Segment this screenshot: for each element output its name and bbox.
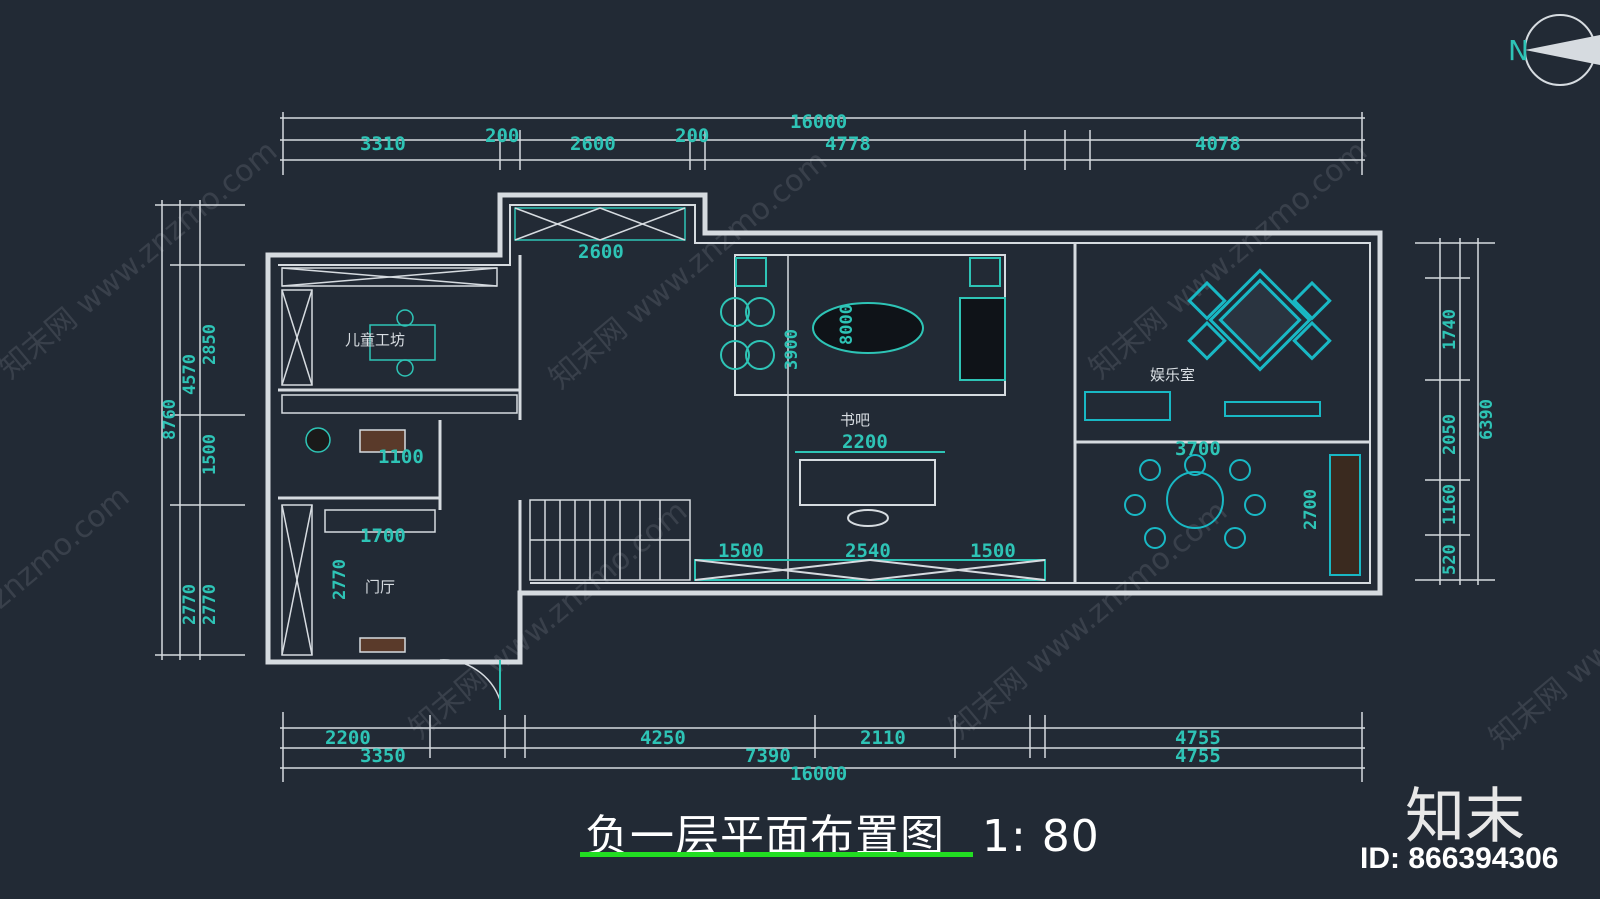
watermark-text: 知末网 www.znzmo.com	[1083, 134, 1374, 386]
dim-left-4: 2770	[180, 584, 200, 625]
watermark-text: znzmo.com	[0, 479, 136, 616]
entertainment-room-furniture	[1084, 268, 1361, 576]
door-swing	[439, 659, 501, 701]
left-dimensions	[155, 200, 245, 660]
dim-right-1: 1740	[1440, 309, 1460, 350]
watermark-text: 知末网 www.znzmo.com	[1483, 504, 1600, 756]
room-label-entertainment: 娱乐室	[1150, 366, 1195, 384]
dim-bottom-4: 4755	[1175, 727, 1221, 749]
north-label: N	[1508, 34, 1529, 67]
title-underline	[580, 852, 973, 857]
staircase	[529, 499, 691, 581]
dim-bottom-1: 2200	[325, 727, 371, 749]
dim-interior-ent-v: 2700	[1301, 489, 1321, 530]
dim-top-4: 4078	[1195, 133, 1241, 155]
watermark-text: 知末网 www.znzmo.com	[0, 134, 284, 386]
room-label-kids-workshop: 儿童工坊	[345, 331, 405, 349]
north-arrow: N	[1508, 14, 1600, 86]
dim-left-1: 4570	[180, 354, 200, 395]
dim-left-5: 2770	[200, 584, 220, 625]
dim-right-4: 520	[1440, 544, 1460, 575]
dim-interior-shelf-3: 1500	[970, 540, 1016, 562]
right-dimensions	[1415, 238, 1495, 585]
dim-bottom-5: 3350	[360, 745, 406, 767]
dim-interior-shelf-2: 2540	[845, 540, 891, 562]
dim-interior-cabinet: 2600	[578, 241, 624, 263]
top-dimensions	[280, 112, 1365, 175]
dim-interior-workshop: 1100	[378, 446, 424, 468]
dim-interior-table: 8000	[837, 304, 857, 345]
dim-right-2: 2050	[1440, 414, 1460, 455]
brand-logo: 知末	[1405, 782, 1525, 852]
dim-top-small-1: 200	[485, 125, 519, 147]
watermark-layer: 知末网 www.znzmo.com 知末网 www.znzmo.com 知末网 …	[0, 134, 1600, 756]
dim-right-3: 1160	[1440, 484, 1460, 525]
dim-interior-entrance-v: 2770	[330, 559, 350, 600]
dim-bottom-2: 4250	[640, 727, 686, 749]
dim-bottom-7: 4755	[1175, 745, 1221, 767]
dim-top-3: 4778	[825, 133, 871, 155]
dim-right-total: 6390	[1477, 399, 1497, 440]
dim-top-1: 3310	[360, 133, 406, 155]
dim-bottom-total: 16000	[790, 763, 847, 785]
image-id: ID: 866394306	[1360, 842, 1559, 875]
dim-interior-shelf-1: 1500	[718, 540, 764, 562]
dim-interior-entrance: 1700	[360, 525, 406, 547]
bottom-dimensions	[280, 712, 1365, 782]
study-bar-furniture	[694, 254, 1046, 581]
dim-top-total: 16000	[790, 111, 847, 133]
dim-bottom-3: 2110	[860, 727, 906, 749]
room-label-entrance-hall: 门厅	[365, 578, 395, 596]
dim-interior-desk: 2200	[842, 431, 888, 453]
kids-workshop-furniture	[281, 267, 518, 656]
dim-interior-study-v: 3900	[782, 329, 802, 370]
dim-top-2: 2600	[570, 133, 616, 155]
walls	[265, 192, 1383, 665]
dim-left-total: 8760	[160, 399, 180, 440]
dim-left-2: 2850	[200, 324, 220, 365]
watermark-text: 知末网 www.znzmo.com	[403, 494, 694, 746]
drawing-scale: 1: 80	[982, 811, 1100, 862]
dim-top-small-2: 200	[675, 125, 709, 147]
room-label-study-bar: 书吧	[840, 411, 870, 429]
dim-interior-ent: 3700	[1175, 438, 1221, 460]
dim-bottom-6: 7390	[745, 745, 791, 767]
watermark-text: 知末网 www.znzmo.com	[943, 494, 1234, 746]
upper-cabinet	[514, 207, 686, 241]
dim-left-3: 1500	[200, 434, 220, 475]
